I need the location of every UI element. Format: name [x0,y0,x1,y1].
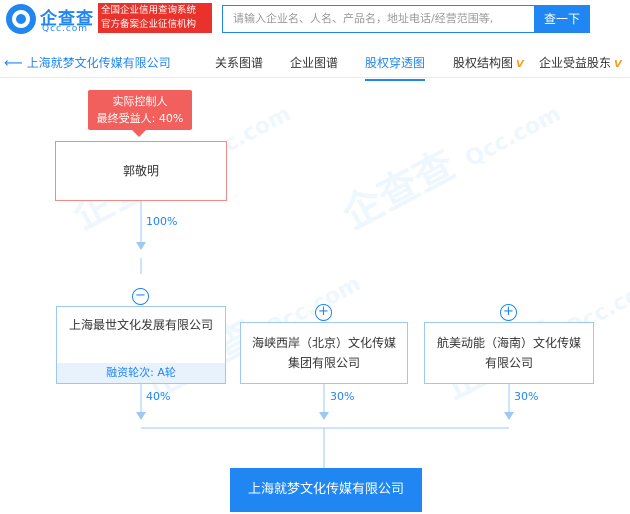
vip-icon: V [516,59,524,70]
shareholder-node[interactable]: 上海最世文化发展有限公司 融资轮次: A轮 [56,306,226,384]
target-company-node[interactable]: 上海就梦文化传媒有限公司 [230,468,422,512]
shareholder-name: 上海最世文化发展有限公司 [68,318,213,332]
expand-toggle-icon[interactable]: + [315,304,332,321]
financing-round-badge: 融资轮次: A轮 [57,363,225,383]
vip-icon: V [614,59,622,70]
tab-equity-penetration[interactable]: 股权穿透图 [365,56,426,81]
shareholder-node[interactable]: 航美动能（海南）文化传媒有限公司 [424,322,594,384]
qcc-logo-icon [6,4,36,34]
search-input[interactable]: 请输入企业名、人名、产品名，地址电话/经营范围等, [222,5,534,33]
logo-name: 企查查 [40,9,94,29]
shareholder-3-arrow-icon [504,412,514,420]
shareholder-name: 航美动能（海南）文化传媒有限公司 [436,336,581,370]
tag-pointer-icon [132,130,146,137]
registry-line-2: 官方备案企业征信机构 [101,19,197,30]
person-node[interactable]: 郭敬明 [55,141,227,201]
equity-penetration-chart: 企查查 Qcc.com 企查查 Qcc.com 企查查 Qcc.com 企查查 … [0,80,630,514]
beneficiary-label: 最终受益人: 40% [96,112,184,125]
top-header: 企查查 Qcc.com 全国企业信用查询系统 官方备案企业征信机构 请输入企业名… [0,0,630,40]
actual-controller-tag: 实际控制人 最终受益人: 40% [88,90,192,130]
shareholder-name: 海峡西岸（北京）文化传媒集团有限公司 [251,336,396,370]
collapse-toggle-icon[interactable]: − [132,288,149,305]
shareholder-percent: 40% [146,390,171,403]
back-to-company-link[interactable]: ⟵上海就梦文化传媒有限公司 [4,54,171,71]
back-link-label: 上海就梦文化传媒有限公司 [26,56,171,70]
search-button[interactable]: 查一下 [534,5,590,33]
registry-line-1: 全国企业信用查询系统 [101,5,197,16]
back-arrow-icon: ⟵ [4,56,23,71]
person-share-percent: 100% [146,215,178,228]
tab-enterprise-graph[interactable]: 企业图谱 [290,56,339,70]
shareholder-percent: 30% [514,390,539,403]
expand-toggle-icon[interactable]: + [500,304,517,321]
shareholder-node[interactable]: 海峡西岸（北京）文化传媒集团有限公司 [240,322,408,384]
logo-domain: Qcc.com [42,24,89,34]
tab-relation-graph[interactable]: 关系图谱 [215,56,264,70]
shareholder-percent: 30% [330,390,355,403]
connector-lines [136,201,514,468]
person-connector-arrow-icon [136,242,146,250]
controller-label: 实际控制人 [112,95,168,108]
registry-badge: 全国企业信用查询系统 官方备案企业征信机构 [98,3,212,33]
qcc-logo[interactable]: 企查查 Qcc.com [6,4,96,36]
shareholder-2-arrow-icon [319,412,329,420]
shareholder-1-arrow-icon [136,412,146,420]
